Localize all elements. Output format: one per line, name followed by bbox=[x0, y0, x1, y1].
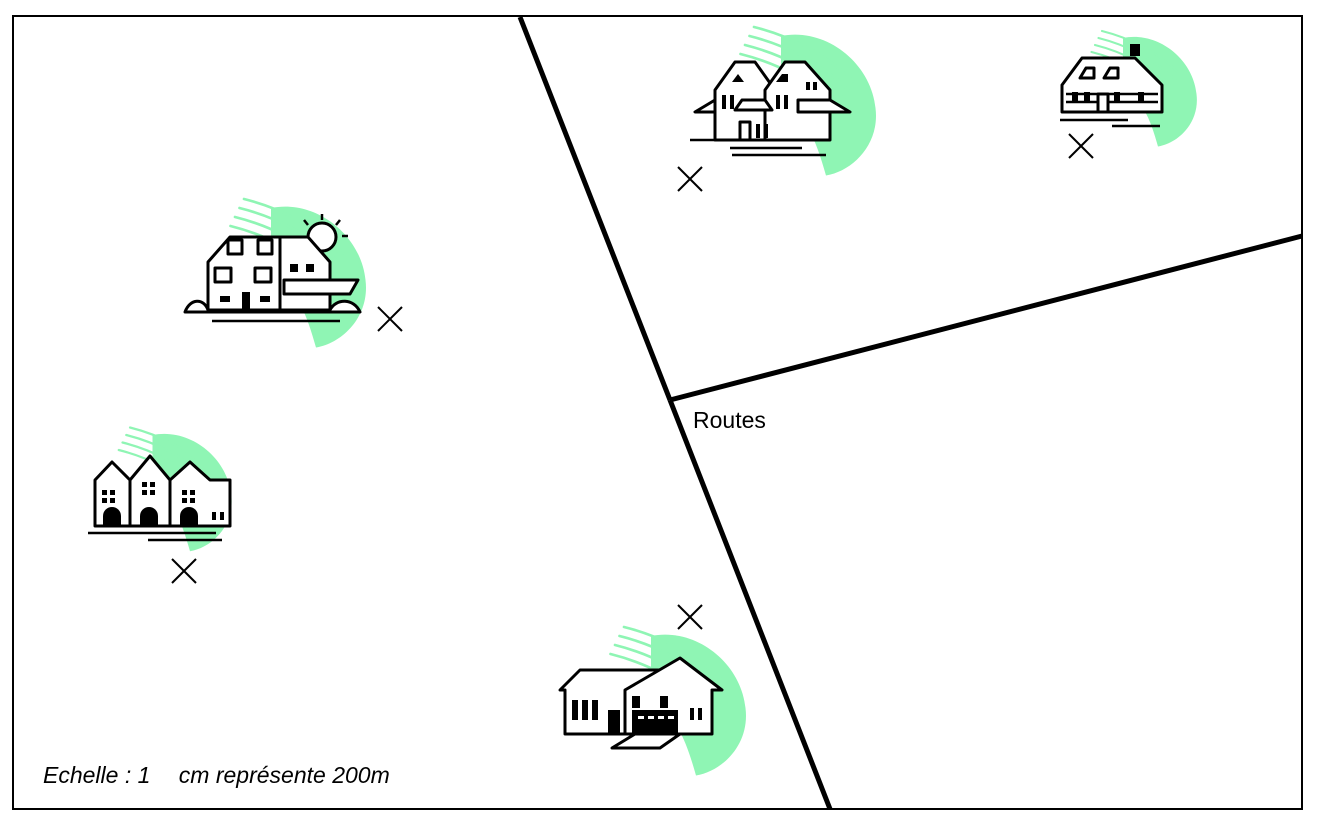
routes-label: Routes bbox=[693, 407, 766, 433]
road-north-west bbox=[517, 16, 673, 401]
house-icon bbox=[1060, 29, 1198, 148]
scale-label: Echelle : 1 cm représente 200m bbox=[43, 762, 390, 788]
scale-label-suffix: cm représente 200m bbox=[179, 762, 390, 788]
road-south bbox=[667, 399, 833, 810]
house-icon bbox=[88, 426, 233, 553]
scale-label-prefix: Echelle : 1 bbox=[43, 762, 150, 788]
cross-marker-icon bbox=[377, 306, 403, 332]
roads bbox=[517, 16, 1303, 810]
cross-marker-icon bbox=[1068, 133, 1094, 159]
road-east bbox=[669, 233, 1303, 403]
map-frame bbox=[12, 15, 1303, 810]
cross-marker-icon bbox=[171, 558, 197, 584]
house-icon bbox=[558, 625, 748, 777]
house-icon bbox=[183, 197, 368, 349]
house-icon bbox=[690, 25, 878, 177]
cross-marker-icon bbox=[677, 604, 703, 630]
cross-marker-icon bbox=[677, 166, 703, 192]
